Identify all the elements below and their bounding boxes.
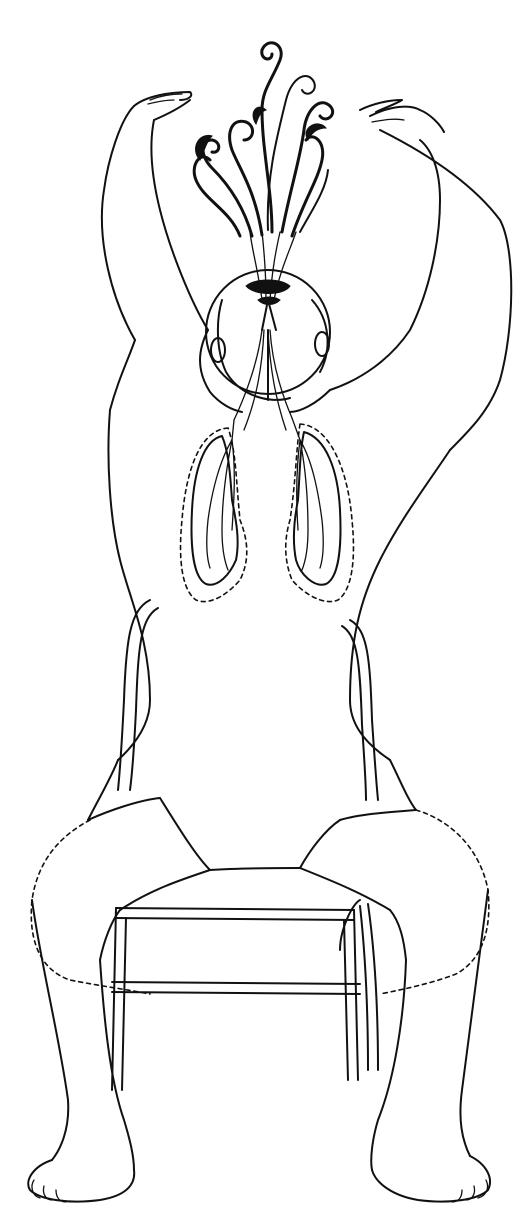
right-arm — [330, 100, 511, 450]
left-foot — [28, 1160, 134, 1202]
airways — [234, 330, 292, 430]
torso — [108, 330, 450, 760]
chair-back — [118, 600, 378, 800]
left-lung — [181, 420, 247, 602]
right-foot — [372, 1156, 490, 1202]
lower-legs — [32, 890, 488, 1170]
chair-frame — [112, 900, 378, 1090]
right-lung — [286, 418, 354, 602]
hips — [88, 760, 416, 820]
left-arm — [102, 92, 208, 340]
breath-swirls — [194, 43, 332, 236]
